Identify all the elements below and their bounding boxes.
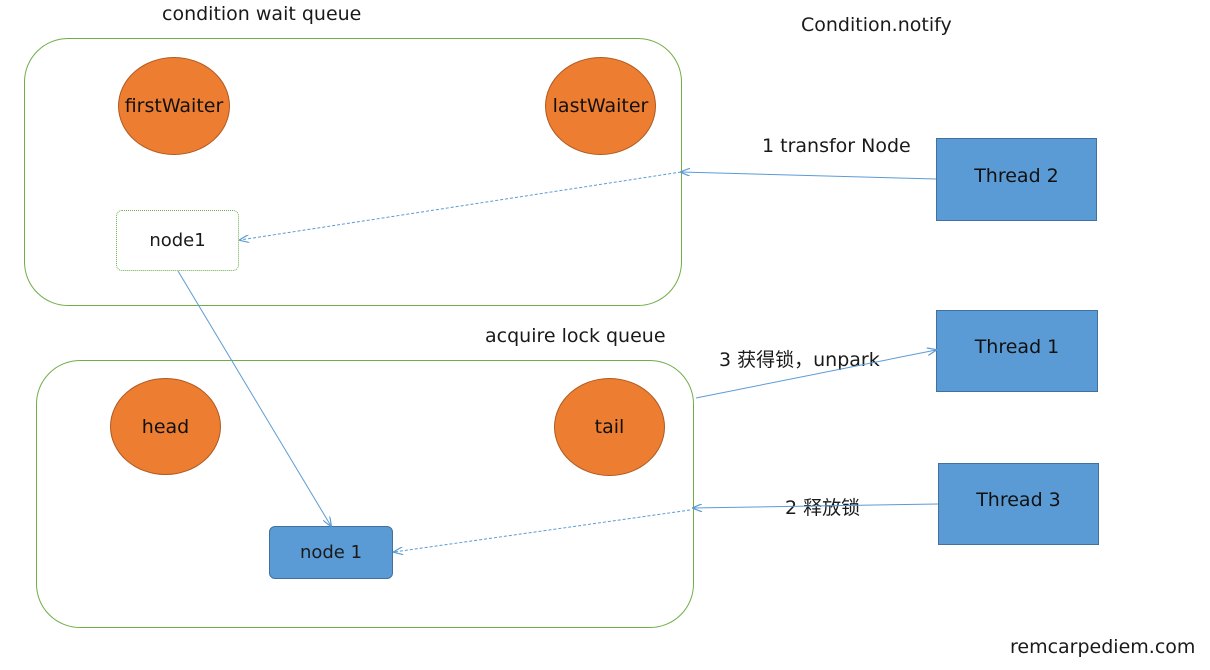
transfer-label: 1 transfor Node [762, 135, 911, 157]
acquire-queue-title: acquire lock queue [485, 325, 666, 347]
first-waiter-label: firstWaiter [124, 95, 224, 117]
thread-2-box: Thread 2 [936, 138, 1097, 221]
watermark: remcarpediem.com [1010, 636, 1196, 658]
thread-1-label: Thread 1 [974, 336, 1060, 358]
head-label: head [141, 415, 190, 438]
condition-node: node1 [116, 210, 239, 271]
condition-node-label: node1 [149, 230, 206, 251]
thread-3-label: Thread 3 [976, 489, 1061, 511]
acquire-lock-queue-box [36, 360, 694, 628]
thread-2-label: Thread 2 [974, 164, 1059, 187]
tail-label: tail [594, 416, 625, 438]
last-waiter-circle: lastWaiter [545, 57, 656, 155]
last-waiter-label: lastWaiter [552, 95, 649, 117]
thread-3-box: Thread 3 [938, 463, 1099, 545]
notify-label: Condition.notify [801, 14, 952, 36]
thread-1-box: Thread 1 [936, 310, 1098, 392]
acquire-unpark-label: 3 获得锁，unpark [719, 349, 880, 371]
acquire-node: node 1 [269, 526, 393, 579]
thread2-to-condition-arrow [681, 172, 937, 180]
release-label: 2 释放锁 [785, 497, 861, 519]
acquire-node-label: node 1 [299, 542, 363, 563]
first-waiter-circle: firstWaiter [118, 57, 230, 155]
head-circle: head [110, 378, 221, 475]
condition-queue-title: condition wait queue [162, 3, 362, 25]
tail-circle: tail [554, 378, 665, 476]
